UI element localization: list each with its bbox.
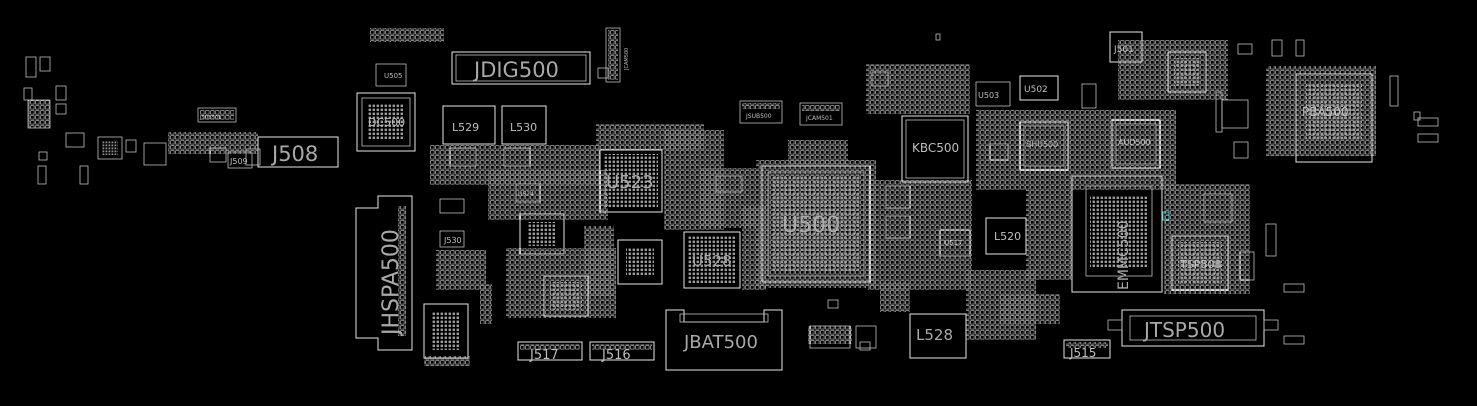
label-emmc500: EMMC500 (1116, 220, 1132, 290)
connector-j515: J515 (1063, 283, 1305, 360)
chip-pba500: PBA500 (1295, 73, 1439, 163)
label-u502: U502 (1024, 85, 1048, 95)
label-u523: U523 (606, 172, 654, 193)
label-aud500: AUD500 (1118, 138, 1151, 147)
label-pba500: PBA500 (1302, 105, 1349, 119)
chip-u523: U523 (596, 124, 756, 230)
label-l529: L529 (452, 121, 479, 134)
dense-component-cluster-center: U517 L528 (808, 180, 1036, 359)
label-j530: J530 (443, 236, 462, 245)
chip-kbc500: KBC500 (866, 64, 970, 183)
label-j517: J517 (529, 348, 559, 363)
label-l520: L520 (994, 230, 1021, 243)
label-jtsp500: JTSP500 (1142, 318, 1225, 342)
label-u503: U503 (978, 91, 999, 100)
label-j515: J515 (1069, 346, 1096, 360)
inductors-l529-l530: L529 L530 (442, 105, 547, 145)
label-jdig500: JDIG500 (472, 58, 559, 82)
component-dc500: DC500 U505 (356, 28, 444, 152)
label-jcam501: JCAM501 (805, 115, 833, 122)
left-edge-components: J509 JSUB501 (23, 56, 258, 185)
chips-shu500-aud500: SHU500 AUD500 (976, 110, 1176, 190)
label-jhspa500: JHSPA500 (379, 229, 404, 337)
connector-jbat500: JBAT500 (665, 309, 783, 371)
dense-component-cluster-left: U524 J530 (423, 145, 663, 366)
connectors-j517-j516: J517 J516 (517, 341, 655, 363)
chips-u503-u502: U503 U502 (975, 75, 1097, 109)
chip-u500-soc: U500 (756, 160, 876, 288)
label-jsub501: JSUB501 (199, 115, 221, 121)
label-j508: J508 (270, 142, 318, 166)
connector-jtsp500: JTSP500 (1107, 309, 1279, 347)
connector-jdig500: JDIG500 JCAM500 (451, 27, 630, 85)
label-l528: L528 (916, 326, 953, 344)
scattered-small-components (827, 33, 1060, 324)
label-dc500: DC500 (368, 116, 405, 129)
label-l530: L530 (510, 121, 537, 134)
label-j516: J516 (601, 348, 631, 363)
label-u517: U517 (944, 239, 962, 247)
label-jbat500: JBAT500 (683, 332, 758, 353)
label-u524: U524 (518, 191, 534, 198)
label-jcam500: JCAM500 (624, 48, 630, 71)
inductor-l520: L520 (985, 190, 1072, 280)
label-kbc500: KBC500 (912, 141, 959, 155)
label-jsub500: JSUB500 (745, 113, 772, 120)
chip-emmc500: EMMC500 (1071, 175, 1170, 293)
label-u528: U528 (692, 252, 732, 270)
chip-tsp508: TSP508 (1164, 184, 1277, 294)
connector-jhspa500: JHSPA500 (355, 195, 413, 351)
label-tsp508: TSP508 (1179, 258, 1221, 271)
connector-j508: J508 (245, 136, 339, 168)
connectors-jsub500-jcam501: JSUB500 JCAM501 (739, 100, 848, 166)
label-shu500: SHU500 (1026, 140, 1058, 149)
label-u500: U500 (782, 213, 840, 238)
label-j509: J509 (229, 157, 248, 166)
label-u505: U505 (384, 72, 402, 80)
